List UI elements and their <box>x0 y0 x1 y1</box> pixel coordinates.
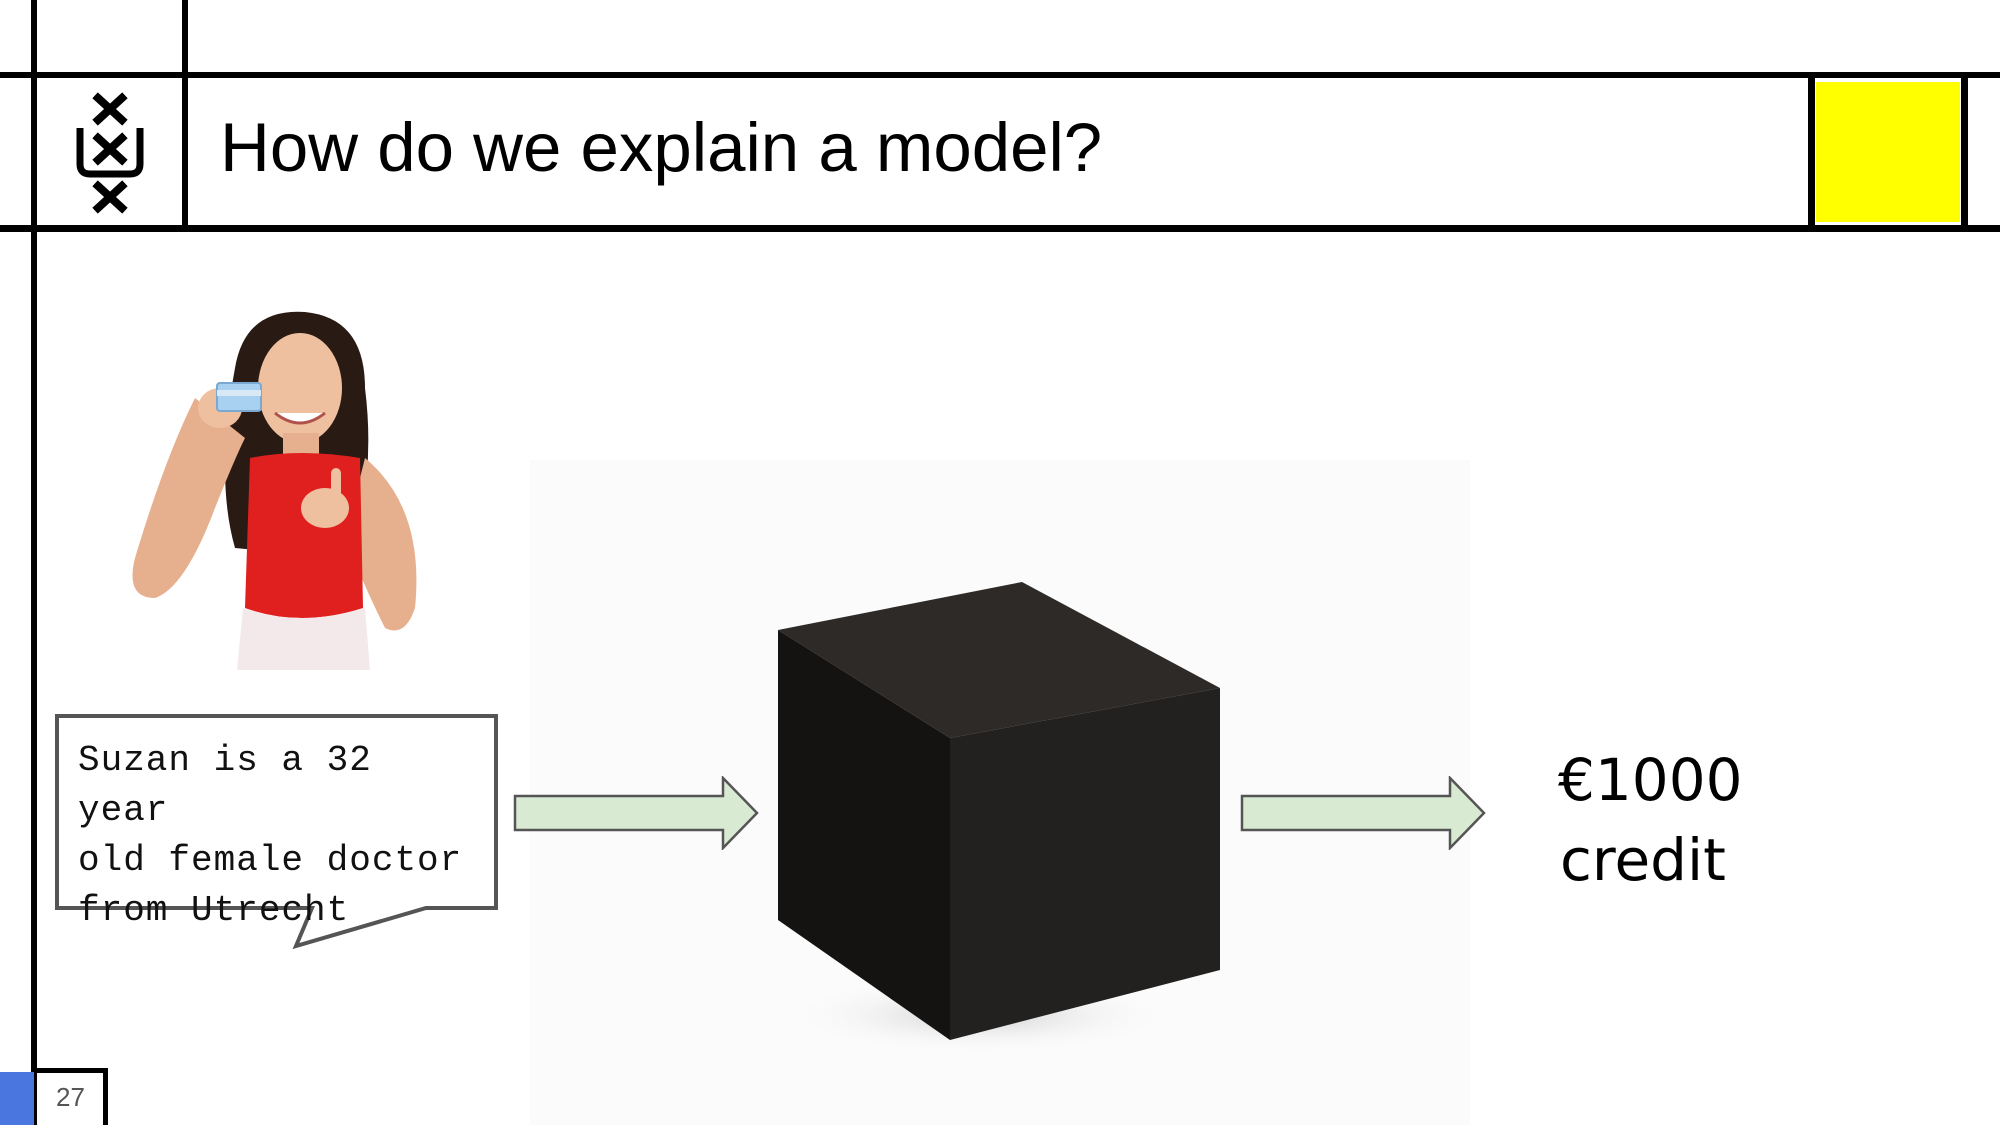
uva-logo-icon <box>76 92 144 214</box>
slide-title: How do we explain a model? <box>220 109 1103 186</box>
frame-left-vertical-line <box>31 0 37 1125</box>
frame-accent-left-line <box>1808 72 1815 232</box>
frame-logo-divider-line <box>182 0 188 230</box>
output-amount: €1000 <box>1558 746 1743 814</box>
frame-accent-right-line <box>1961 72 1968 232</box>
output-label: credit <box>1560 826 1726 894</box>
frame-top-horizontal-line <box>0 72 2000 78</box>
input-description-text: Suzan is a 32 year old female doctor fro… <box>78 740 463 931</box>
page-number-box <box>34 1068 108 1125</box>
woman-holding-card-image <box>132 311 417 670</box>
input-arrow-icon <box>513 776 759 850</box>
speech-bubble <box>55 714 498 950</box>
accent-square <box>1816 82 1960 222</box>
page-color-tab <box>0 1072 34 1125</box>
black-box-model-image <box>778 582 1220 1055</box>
page-number: 27 <box>56 1082 85 1112</box>
frame-bottom-horizontal-line <box>0 225 2000 232</box>
output-arrow-icon <box>1240 776 1486 850</box>
